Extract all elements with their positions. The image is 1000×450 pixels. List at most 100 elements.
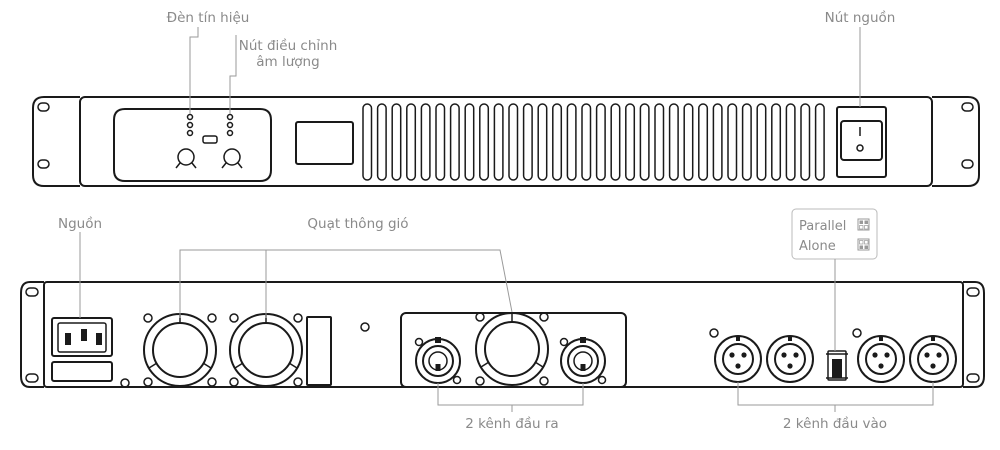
speaker-output-2[interactable] (559, 337, 607, 385)
center-indicator (202, 135, 218, 144)
rear-rack-hole (25, 287, 39, 297)
vent-slot (683, 103, 694, 181)
front-panel-body (79, 96, 933, 187)
volume-knob-left[interactable] (175, 148, 197, 169)
label-inputs: 2 kênh đầu vào (783, 416, 887, 432)
xlr-input-3[interactable] (857, 335, 905, 383)
fan-screw (293, 377, 303, 387)
vent-slot (464, 103, 475, 181)
power-input-socket[interactable] (51, 317, 113, 357)
label-volume-knob-line1: Nút điều chỉnh (239, 37, 338, 54)
screw (852, 328, 862, 338)
vent-slot (698, 103, 709, 181)
label-volume-knob-line2: âm lượng (256, 54, 319, 70)
vent-slot (537, 103, 548, 181)
fan-bracket (306, 316, 332, 386)
vent-slot (449, 103, 460, 181)
power-off-mark (856, 144, 864, 152)
alone-switch-icon (857, 238, 870, 251)
vent-slot (479, 103, 490, 181)
vent-slot (800, 103, 811, 181)
xlr-input-2[interactable] (766, 335, 814, 383)
front-rack-hole (37, 159, 50, 169)
vent-slot (552, 103, 563, 181)
fan-2 (229, 313, 303, 387)
vent-slot (376, 103, 387, 181)
vent-slot (391, 103, 402, 181)
fan-screw (293, 313, 303, 323)
vent-slot (785, 103, 796, 181)
xlr-input-4[interactable] (909, 335, 957, 383)
fan-3 (475, 312, 549, 386)
signal-lights (186, 113, 234, 137)
rear-rack-hole (25, 373, 39, 383)
vent-slot (493, 103, 504, 181)
fan-screw (207, 313, 217, 323)
mode-option-alone: Alone (799, 239, 836, 254)
vent-slot (406, 103, 417, 181)
front-rack-ear-left (32, 96, 80, 187)
mode-switch-legend: Parallel Alone (791, 208, 878, 260)
vent-slot (566, 103, 577, 181)
rear-rack-ear-left (20, 281, 44, 388)
front-rack-hole (961, 159, 974, 169)
vent-slot (668, 103, 679, 181)
fan-screw (229, 313, 239, 323)
vent-slot (639, 103, 650, 181)
vent-slot (435, 103, 446, 181)
rear-rack-hole (966, 287, 980, 297)
screw (120, 378, 130, 388)
vent-slot (508, 103, 519, 181)
vent-slot (420, 103, 431, 181)
power-switch-housing (836, 106, 887, 178)
fan-screw (539, 376, 549, 386)
fan-screw (229, 377, 239, 387)
vent-slot (814, 103, 825, 181)
vent-slot (610, 103, 621, 181)
speaker-output-1[interactable] (414, 337, 462, 385)
rear-rack-ear-right (963, 281, 985, 388)
leader-lines (79, 27, 934, 412)
fan-screw (143, 313, 153, 323)
ventilation-grille (362, 103, 825, 181)
front-rack-hole (37, 102, 50, 112)
xlr-input-1[interactable] (714, 335, 762, 383)
fan-screw (475, 312, 485, 322)
front-panel (32, 96, 980, 187)
label-power-input: Nguồn (58, 215, 102, 232)
rear-rack-hole (966, 373, 980, 383)
mode-option-parallel: Parallel (799, 219, 846, 234)
fan-screw (207, 377, 217, 387)
vent-slot (625, 103, 636, 181)
label-fans: Quạt thông gió (307, 216, 408, 232)
fan-screw (539, 312, 549, 322)
vent-slot (727, 103, 738, 181)
display-window (295, 121, 354, 165)
control-section (113, 108, 272, 182)
power-switch-button[interactable] (840, 120, 883, 161)
screw (360, 322, 370, 332)
vent-slot (741, 103, 752, 181)
vent-slot (581, 103, 592, 181)
vent-slot (756, 103, 767, 181)
vent-slot (654, 103, 665, 181)
vent-slot (362, 103, 373, 181)
fuse-holder (51, 361, 113, 382)
vent-slot (771, 103, 782, 181)
parallel-switch-icon (857, 218, 870, 231)
label-outputs: 2 kênh đầu ra (465, 416, 558, 432)
front-rack-ear-right (932, 96, 980, 187)
vent-slot (522, 103, 533, 181)
fan-screw (143, 377, 153, 387)
label-power-button: Nút nguồn (825, 9, 896, 26)
rear-panel-body (43, 281, 964, 388)
screw (709, 328, 719, 338)
front-rack-hole (961, 102, 974, 112)
volume-knob-right[interactable] (221, 148, 243, 169)
fan-1 (143, 313, 217, 387)
mode-switch[interactable] (826, 350, 848, 381)
rear-panel (20, 281, 985, 388)
vent-slot (712, 103, 723, 181)
fan-screw (475, 376, 485, 386)
